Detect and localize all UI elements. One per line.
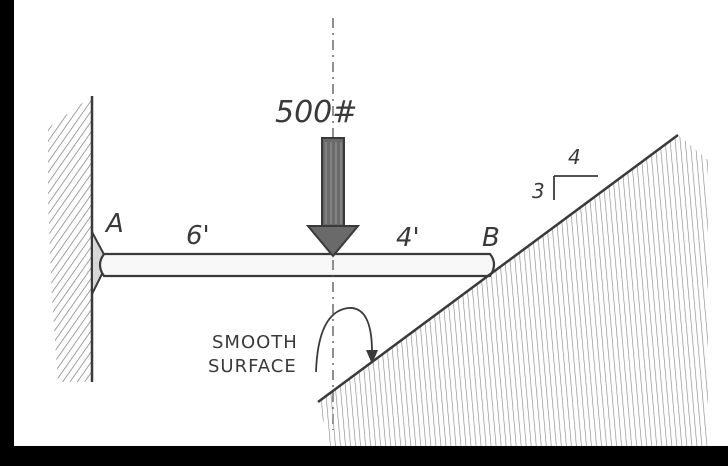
surface-note-line2: SURFACE xyxy=(208,356,297,377)
point-a-label: A xyxy=(104,209,124,239)
span-left-label: 6' xyxy=(186,221,210,251)
surface-leader xyxy=(315,307,378,373)
span-right-label: 4' xyxy=(396,223,420,253)
load-label: 500# xyxy=(275,95,357,130)
beam xyxy=(98,252,496,278)
slope-indicator xyxy=(553,175,598,200)
inclined-surface xyxy=(317,133,708,446)
load-arrow xyxy=(305,137,361,258)
point-b-label: B xyxy=(482,223,500,253)
slope-run-label: 4 xyxy=(568,145,581,169)
slope-rise-label: 3 xyxy=(532,179,545,203)
surface-note-line1: SMOOTH xyxy=(212,332,298,353)
